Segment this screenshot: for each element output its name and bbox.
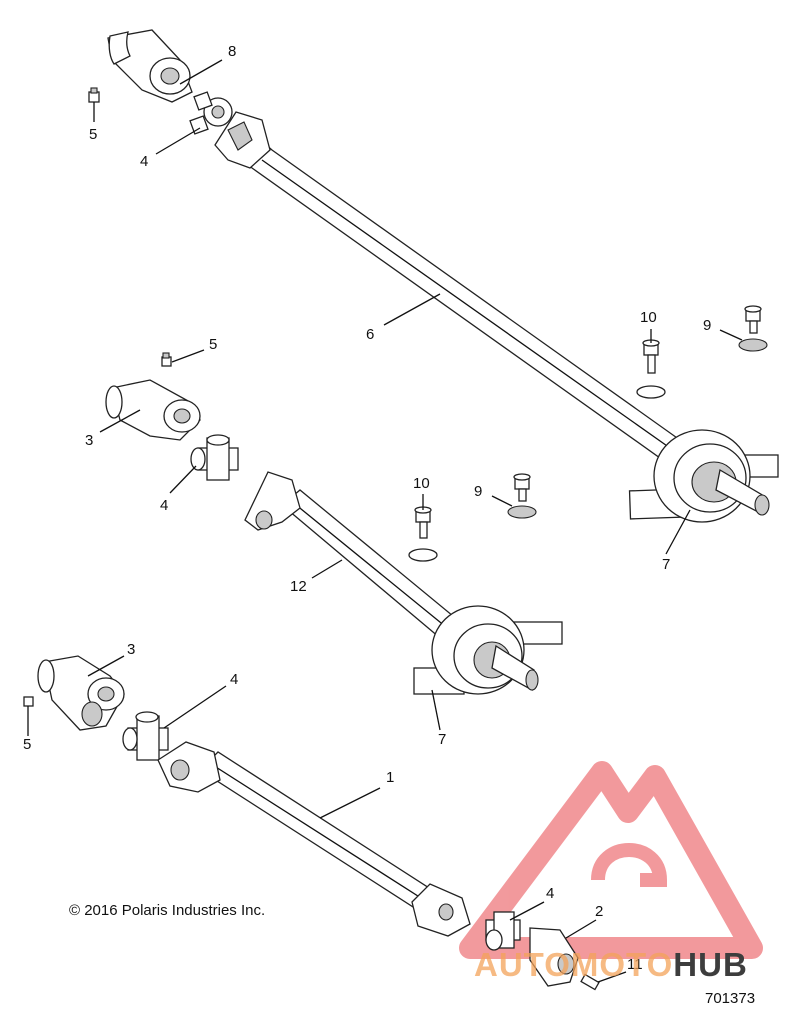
- callout-5-bottom: 5: [23, 736, 32, 753]
- callout-4-middle: 4: [160, 497, 169, 514]
- callout-4-front: 4: [546, 885, 555, 902]
- callout-8: 8: [228, 43, 237, 60]
- slip-yoke-8: [107, 29, 193, 103]
- bolt-9-top: [744, 305, 762, 334]
- slip-yoke-3-bottom: [37, 655, 125, 731]
- slip-yoke-3-middle: [105, 379, 201, 441]
- bolt-9-middle: [513, 473, 531, 502]
- callout-5-top: 5: [89, 126, 98, 143]
- u-joint-4-middle: [190, 434, 239, 481]
- watermark-text-b: HUB: [673, 946, 748, 983]
- callout-10-middle: 10: [413, 475, 430, 492]
- u-joint-4-top: [189, 91, 233, 135]
- callout-3-middle: 3: [85, 432, 94, 449]
- copyright-text: © 2016 Polaris Industries Inc.: [69, 902, 266, 919]
- grease-fitting-5-top: [88, 87, 100, 103]
- callout-10-top: 10: [640, 309, 657, 326]
- callout-5-middle: 5: [209, 336, 218, 353]
- callout-12: 12: [290, 578, 307, 595]
- callout-9-top: 9: [703, 317, 712, 334]
- diagram-part-number: 701373: [705, 990, 756, 1007]
- watermark-text-a: AUTOMOTO: [474, 946, 674, 983]
- roll-pin-11: [580, 973, 600, 991]
- washer-9-middle: [507, 505, 537, 519]
- callout-9-middle: 9: [474, 483, 483, 500]
- callout-7-middle: 7: [438, 731, 447, 748]
- callout-2: 2: [595, 903, 604, 920]
- drive-shaft-1: [157, 741, 471, 937]
- callout-1: 1: [386, 769, 395, 786]
- callout-4-top: 4: [140, 153, 149, 170]
- bolt-10-middle: [414, 506, 432, 539]
- callout-6: 6: [366, 326, 375, 343]
- grease-fitting-5-middle: [161, 352, 172, 367]
- watermark-text: AUTOMOTOHUB: [474, 946, 748, 984]
- drive-shaft-6: [214, 111, 779, 523]
- center-bearing-7-middle: [413, 605, 563, 695]
- drive-shaft-12: [244, 471, 471, 649]
- yoke-2: [529, 927, 579, 987]
- washer-9-top: [738, 338, 768, 352]
- grease-fitting-5-bottom: [23, 696, 34, 707]
- bolt-10-top: [642, 339, 660, 374]
- callout-11: 11: [627, 956, 643, 973]
- watermark-logo: [459, 761, 763, 959]
- u-joint-4-front: [485, 911, 521, 951]
- washer-10-middle: [408, 548, 438, 562]
- callout-4-bottom: 4: [230, 671, 239, 688]
- callout-7-top: 7: [662, 556, 671, 573]
- u-joint-4-bottom: [122, 711, 169, 761]
- leader-lines: [27, 59, 743, 983]
- callout-3-bottom: 3: [127, 641, 136, 658]
- washer-top-a: [636, 385, 666, 399]
